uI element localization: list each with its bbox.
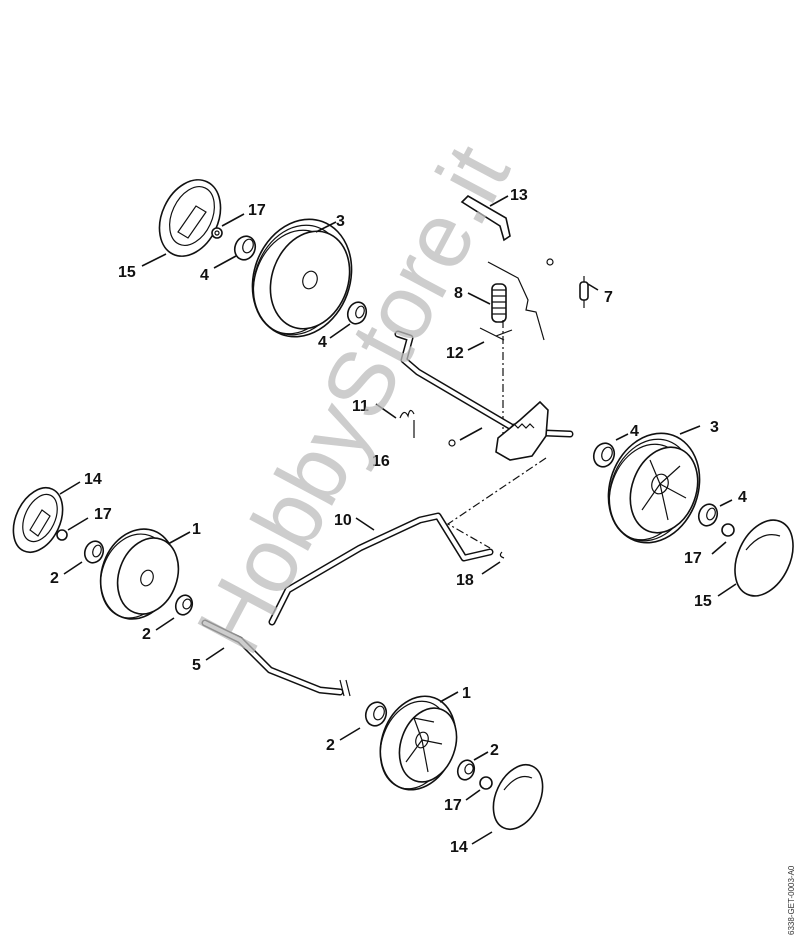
callout-4[interactable]: 4 [200, 267, 209, 284]
nut-17-left[interactable] [56, 529, 68, 541]
callout-16[interactable]: 16 [372, 453, 390, 470]
wheel-1-bottom[interactable] [368, 686, 468, 801]
nut-17-right[interactable] [721, 523, 735, 537]
callout-2[interactable]: 2 [142, 626, 151, 643]
callout-17[interactable]: 17 [444, 797, 462, 814]
watermark: HobbyStore.it [178, 129, 530, 669]
hubcap-14-bottom[interactable] [484, 757, 553, 837]
callout-14[interactable]: 14 [84, 471, 102, 488]
callout-10[interactable]: 10 [334, 512, 352, 529]
wire-spring-assembly[interactable] [487, 258, 554, 341]
callout-14[interactable]: 14 [450, 839, 468, 856]
wheel-3-right[interactable] [594, 420, 715, 555]
bearing-4-top-left-inner[interactable] [345, 300, 369, 327]
callout-5[interactable]: 5 [192, 657, 201, 674]
nut-17-top-left[interactable] [211, 227, 223, 239]
hubcap-14-left[interactable] [4, 480, 73, 560]
callout-1[interactable]: 1 [192, 521, 201, 538]
callout-15[interactable]: 15 [694, 593, 712, 610]
document-id: 6338-GET-0003-A0 [787, 865, 796, 935]
wheel-1-left[interactable] [88, 518, 188, 629]
callout-3[interactable]: 3 [336, 213, 345, 230]
bearing-2-left[interactable] [82, 539, 106, 566]
lever-13[interactable] [460, 194, 511, 242]
callout-2[interactable]: 2 [50, 570, 59, 587]
callout-13[interactable]: 13 [510, 187, 528, 204]
callout-17[interactable]: 17 [94, 506, 112, 523]
callout-2[interactable]: 2 [490, 742, 499, 759]
callout-17[interactable]: 17 [248, 202, 266, 219]
callout-4[interactable]: 4 [630, 423, 639, 440]
callout-15[interactable]: 15 [118, 264, 136, 281]
pin-12[interactable] [479, 327, 513, 341]
callout-1[interactable]: 1 [462, 685, 471, 702]
ratchet-bracket[interactable] [495, 400, 549, 461]
callout-8[interactable]: 8 [454, 285, 463, 302]
spring-clip-11[interactable] [399, 409, 415, 438]
callout-4[interactable]: 4 [318, 334, 327, 351]
washer-small[interactable] [448, 439, 456, 447]
callout-12[interactable]: 12 [446, 345, 464, 362]
callout-2[interactable]: 2 [326, 737, 335, 754]
axle-rod-10[interactable] [268, 512, 494, 626]
spring-7[interactable] [579, 276, 589, 308]
callout-11[interactable]: 11 [352, 398, 369, 415]
clip-18[interactable] [499, 551, 505, 559]
callout-17[interactable]: 17 [684, 550, 702, 567]
spring-8[interactable] [491, 283, 507, 323]
bearing-4-top-left[interactable] [231, 233, 258, 262]
callout-3[interactable]: 3 [710, 419, 719, 436]
nut-17-bottom[interactable] [479, 776, 493, 790]
bearing-4-right-outer[interactable] [696, 502, 720, 529]
callout-4[interactable]: 4 [738, 489, 747, 506]
callout-18[interactable]: 18 [456, 572, 474, 589]
assembly-line-diagonal [446, 457, 547, 549]
leader-lines [59, 195, 737, 845]
callouts: 15 17 3 4 4 13 8 7 12 11 16 4 3 4 17 15 … [50, 187, 747, 856]
axle-rod-5[interactable] [201, 619, 351, 697]
bearing-2-bottom-outer[interactable] [455, 758, 477, 782]
bearing-2-bottom[interactable] [362, 699, 389, 728]
hubcap-15-right[interactable] [724, 511, 800, 605]
bearing-4-right[interactable] [590, 440, 617, 469]
callout-7[interactable]: 7 [604, 289, 613, 306]
wheel-3-top-left[interactable] [236, 205, 367, 351]
hubcap-15-top-left[interactable] [148, 170, 233, 266]
bearing-2-left-inner[interactable] [173, 593, 195, 617]
